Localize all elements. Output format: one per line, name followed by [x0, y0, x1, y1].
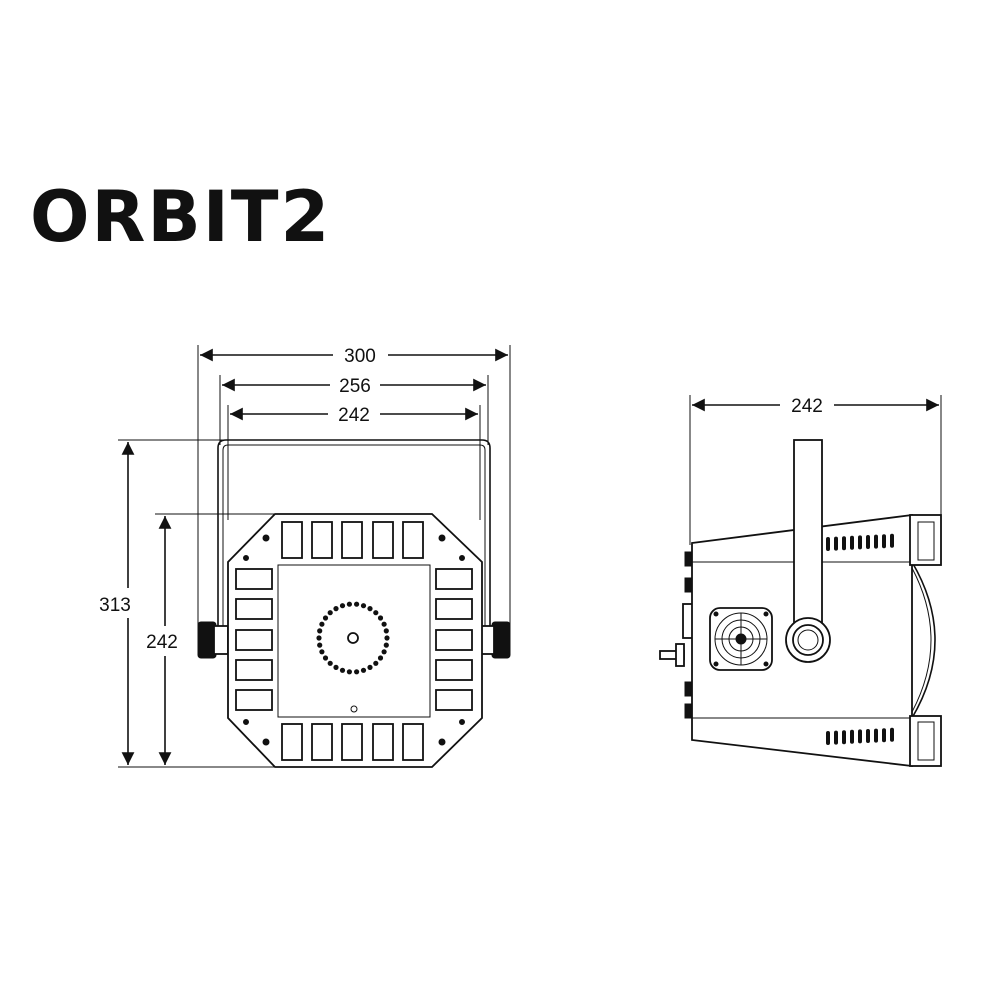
product-title: ORBIT2: [30, 176, 332, 258]
bottom-lens-row: [281, 723, 424, 761]
led-dot: [346, 669, 352, 675]
dim-label-242-side: 242: [791, 396, 823, 417]
dimension-256: 256: [222, 376, 487, 397]
vent-slot: [882, 728, 886, 743]
led-dot: [339, 603, 346, 609]
vent-slot: [834, 730, 838, 745]
vent-slot: [826, 731, 830, 745]
left-knob: [197, 621, 229, 659]
led-dot: [319, 649, 325, 655]
led-dot: [333, 606, 339, 612]
right-knob: [479, 621, 511, 659]
vent-slot: [826, 537, 830, 551]
led-dot: [333, 664, 339, 671]
center-led-ring: [316, 601, 390, 675]
vent-slot: [850, 535, 854, 550]
vent-slot: [890, 727, 894, 742]
led-dot: [317, 642, 323, 648]
led-dot: [354, 601, 360, 607]
led-dot: [327, 610, 333, 616]
led-dot: [377, 655, 384, 661]
led-dot: [360, 667, 367, 673]
led-dot: [373, 660, 379, 666]
bottom-indicator: [350, 705, 358, 713]
dimension-300: 300: [200, 346, 509, 367]
vent-slot: [890, 533, 894, 548]
vent-slot: [850, 729, 854, 744]
dim-label-256: 256: [339, 376, 371, 397]
vent-slot: [882, 534, 886, 549]
led-dot: [367, 606, 373, 612]
vent-slot: [842, 730, 846, 745]
top-lens-row: [281, 521, 424, 559]
led-dot: [346, 601, 352, 607]
rear-connectors: [659, 551, 694, 719]
right-lens-column: [435, 568, 473, 711]
led-dot: [377, 615, 384, 621]
led-dot: [354, 669, 360, 675]
bottom-vent: [826, 727, 894, 745]
mounting-bracket: [217, 439, 491, 630]
led-dot: [317, 628, 323, 634]
led-dot: [322, 655, 329, 661]
dim-label-313: 313: [99, 595, 131, 616]
led-dot: [384, 635, 390, 641]
led-dot: [381, 649, 387, 655]
dim-label-242-height: 242: [146, 632, 178, 653]
dim-label-242-front: 242: [338, 405, 370, 426]
top-vent: [826, 533, 894, 551]
vent-slot: [866, 535, 870, 549]
corner-screws: [243, 534, 465, 746]
led-dot: [383, 642, 389, 648]
led-dot: [383, 628, 389, 634]
side-view: 242: [659, 395, 942, 768]
led-dot: [360, 603, 367, 609]
vent-slot: [834, 536, 838, 551]
vent-slot: [858, 535, 862, 550]
vent-slot: [874, 728, 878, 743]
front-view: 300 256 242 313 242: [99, 345, 511, 768]
center-lens: [347, 632, 359, 644]
led-dot: [319, 621, 325, 627]
vent-slot: [842, 536, 846, 551]
vent-slot: [866, 729, 870, 743]
dim-label-300: 300: [344, 346, 376, 367]
led-dot: [322, 615, 329, 621]
front-lens-bezel: [909, 514, 942, 767]
side-bracket-arm: [785, 439, 831, 663]
led-dot: [367, 664, 373, 671]
left-lens-column: [235, 568, 273, 711]
led-dot: [339, 667, 346, 673]
led-dot: [381, 621, 387, 627]
dimension-242-front: 242: [230, 405, 479, 426]
vent-slot: [858, 729, 862, 744]
dimension-313: 313: [99, 441, 135, 765]
vent-slot: [874, 534, 878, 549]
dimension-242-side: 242: [692, 396, 939, 417]
led-dot: [373, 610, 379, 616]
led-dot: [327, 660, 333, 666]
dimension-242-height: 242: [146, 516, 178, 765]
led-dot: [316, 635, 322, 641]
cooling-fan: [709, 607, 773, 671]
